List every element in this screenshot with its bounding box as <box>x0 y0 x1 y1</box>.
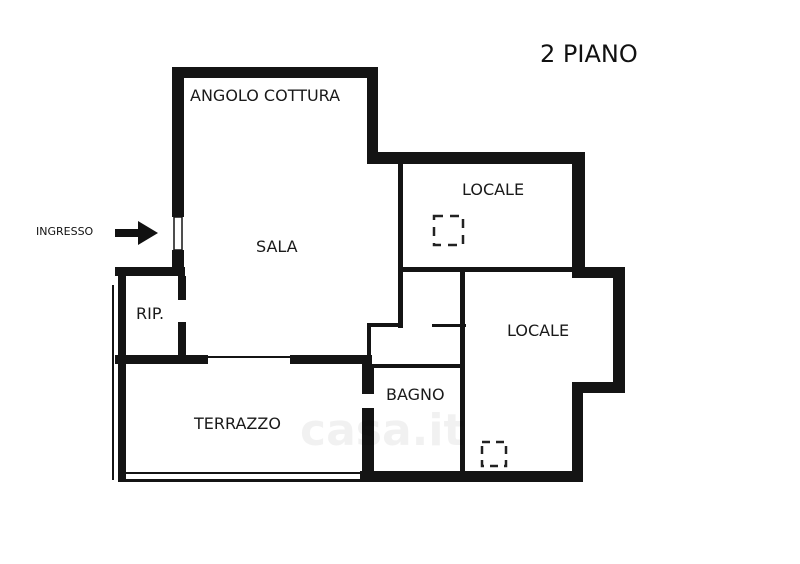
wall <box>572 152 585 278</box>
wall <box>115 267 185 276</box>
floor-title: 2 PIANO <box>540 40 638 68</box>
wall <box>572 267 625 278</box>
wall <box>178 276 186 300</box>
room-label-storage: RIP. <box>136 304 165 323</box>
room-label-terrace: TERRAZZO <box>194 414 281 433</box>
wall <box>367 323 371 368</box>
wall <box>367 364 464 368</box>
column-marker <box>432 214 465 247</box>
wall <box>400 267 572 272</box>
watermark: casa.it <box>300 405 465 456</box>
wall <box>367 323 403 327</box>
room-label-bathroom: BAGNO <box>386 385 445 404</box>
wall <box>290 355 372 364</box>
wall <box>112 285 114 480</box>
wall <box>172 67 184 217</box>
wall <box>362 408 374 482</box>
room-label-room1: LOCALE <box>462 180 525 199</box>
walls <box>112 67 625 482</box>
wall <box>572 382 625 393</box>
wall <box>367 67 378 164</box>
wall <box>613 267 625 393</box>
railing <box>118 472 362 474</box>
wall <box>362 364 374 394</box>
wall <box>572 382 583 482</box>
wall <box>432 324 466 327</box>
window <box>208 356 290 358</box>
wall <box>398 160 403 328</box>
room-label-room2: LOCALE <box>507 321 570 340</box>
entrance-label: INGRESSO <box>36 225 94 238</box>
wall <box>115 355 208 364</box>
room-label-living: SALA <box>256 237 298 256</box>
wall <box>360 471 583 482</box>
room-label-kitchen: ANGOLO COTTURA <box>190 86 341 105</box>
arrow-right-icon <box>115 221 158 245</box>
wall <box>178 322 186 355</box>
column-marker <box>480 440 508 468</box>
wall <box>172 67 378 78</box>
railing <box>118 479 362 482</box>
entrance-door <box>173 216 183 251</box>
wall <box>118 276 126 482</box>
wall <box>460 272 465 472</box>
wall <box>367 152 585 164</box>
